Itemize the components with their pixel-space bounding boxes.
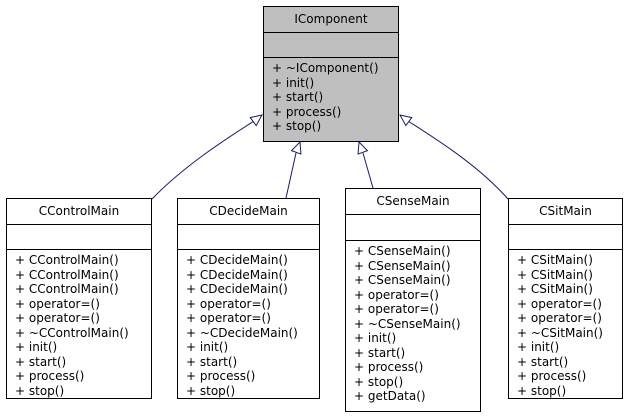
inheritance-edges bbox=[151, 114, 509, 200]
method: + CDecideMain() bbox=[186, 253, 288, 267]
method: + operator=() bbox=[15, 296, 100, 311]
class-box-cdecidemain[interactable]: CDecideMain + CDecideMain() + CDecideMai… bbox=[177, 198, 320, 399]
edge-ccontrolmain bbox=[151, 120, 255, 200]
methods-section: + CControlMain() + CControlMain() + CCon… bbox=[7, 250, 151, 398]
method: + process() bbox=[354, 360, 424, 374]
attributes-section bbox=[346, 215, 480, 241]
method: + operator=() bbox=[354, 302, 439, 316]
method: + stop() bbox=[517, 383, 567, 398]
class-box-csitmain[interactable]: CSitMain + CSitMain() + CSitMain() + CSi… bbox=[508, 198, 623, 399]
method: + ~CDecideMain() bbox=[186, 325, 298, 340]
edge-csensemain-arrowhead-icon bbox=[357, 140, 369, 155]
method: + stop() bbox=[15, 383, 65, 398]
attributes-section bbox=[7, 225, 151, 250]
method: + ~CControlMain() bbox=[15, 325, 129, 340]
method: + CSitMain() bbox=[517, 267, 593, 282]
edge-cdecidemain-arrowhead-icon bbox=[290, 140, 302, 155]
method: + CSenseMain() bbox=[354, 244, 451, 258]
method: + process() bbox=[517, 369, 587, 383]
method: + init() bbox=[354, 331, 397, 345]
method: + CControlMain() bbox=[15, 267, 119, 282]
method: + start() bbox=[186, 354, 238, 369]
method: + start() bbox=[354, 345, 406, 360]
method: + operator=() bbox=[186, 311, 271, 325]
edge-ccontrolmain-arrowhead-icon bbox=[249, 114, 263, 127]
methods-section: + CDecideMain() + CDecideMain() + CDecid… bbox=[178, 250, 319, 398]
method: + getData() bbox=[354, 389, 426, 403]
method: + operator=() bbox=[517, 296, 602, 311]
method: + CDecideMain() bbox=[186, 282, 288, 296]
attributes-section bbox=[509, 225, 622, 250]
class-box-ccontrolmain[interactable]: CControlMain + CControlMain() + CControl… bbox=[6, 198, 152, 399]
class-name: CControlMain bbox=[7, 199, 151, 225]
method: + operator=() bbox=[186, 296, 271, 311]
method: + init() bbox=[15, 340, 58, 354]
method: + init() bbox=[517, 340, 560, 354]
method: + CControlMain() bbox=[15, 253, 119, 267]
edge-csitmain bbox=[407, 120, 509, 200]
class-name: IComponent bbox=[264, 7, 398, 33]
edge-cdecidemain bbox=[285, 152, 297, 199]
method: + CSenseMain() bbox=[354, 273, 451, 287]
method: + start() bbox=[15, 354, 67, 369]
methods-section: + ~IComponent() + init() + start() + pro… bbox=[264, 58, 398, 134]
method: + CSenseMain() bbox=[354, 258, 451, 273]
method: + stop() bbox=[186, 383, 236, 398]
attributes-section bbox=[264, 33, 398, 58]
method: + ~CSitMain() bbox=[517, 325, 603, 340]
method: + CSitMain() bbox=[517, 253, 593, 267]
method: + process() bbox=[15, 369, 85, 383]
method: + operator=() bbox=[517, 311, 602, 325]
method: + operator=() bbox=[15, 311, 100, 325]
methods-section: + CSenseMain() + CSenseMain() + CSenseMa… bbox=[346, 241, 480, 404]
method: + ~CSenseMain() bbox=[354, 316, 461, 331]
method: + start() bbox=[272, 90, 324, 104]
class-box-icomponent[interactable]: IComponent + ~IComponent() + init() + st… bbox=[263, 6, 399, 142]
method: + stop() bbox=[354, 374, 404, 389]
method: + CSitMain() bbox=[517, 282, 593, 296]
class-name: CSenseMain bbox=[346, 189, 480, 215]
attributes-section bbox=[178, 225, 319, 250]
class-name: CSitMain bbox=[509, 199, 622, 225]
method: + CDecideMain() bbox=[186, 267, 288, 282]
method: + CControlMain() bbox=[15, 282, 119, 296]
method: + operator=() bbox=[354, 287, 439, 302]
edge-csitmain-arrowhead-icon bbox=[399, 114, 413, 127]
method: + start() bbox=[517, 354, 569, 369]
method: + init() bbox=[186, 340, 229, 354]
method: + init() bbox=[272, 75, 315, 90]
method: + process() bbox=[186, 369, 256, 383]
method: + ~IComponent() bbox=[272, 61, 379, 75]
edge-csensemain bbox=[362, 152, 374, 189]
method: + stop() bbox=[272, 119, 322, 133]
method: + process() bbox=[272, 104, 342, 119]
methods-section: + CSitMain() + CSitMain() + CSitMain() +… bbox=[509, 250, 622, 398]
class-box-csensemain[interactable]: CSenseMain + CSenseMain() + CSenseMain()… bbox=[345, 188, 481, 412]
class-name: CDecideMain bbox=[178, 199, 319, 225]
